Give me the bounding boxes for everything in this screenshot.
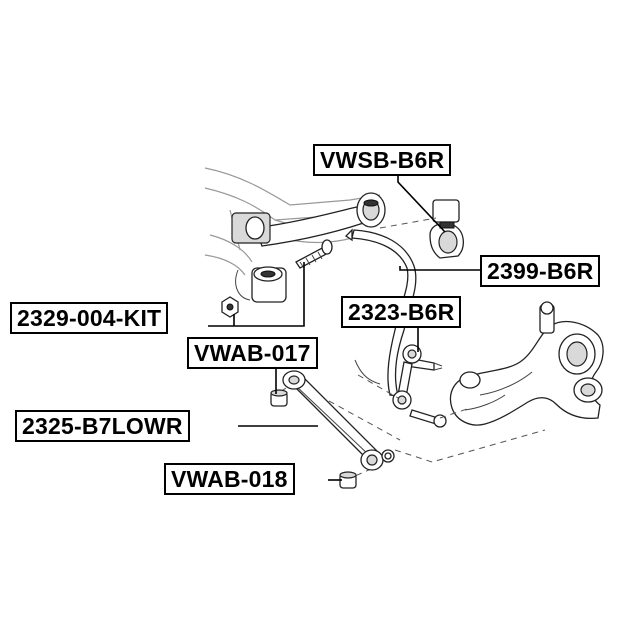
nut [221, 296, 239, 318]
label-2325-b7lowr[interactable]: 2325-B7LOWR [15, 410, 190, 442]
bushing-vwab-017 [270, 389, 288, 407]
camber-bolt [295, 239, 333, 269]
upper-control-arm [231, 192, 386, 247]
lower-control-arm [282, 370, 384, 471]
label-vwsb-b6r[interactable]: VWSB-B6R [313, 144, 452, 176]
label-vwab-018[interactable]: VWAB-018 [164, 463, 295, 495]
subframe-bushing [235, 266, 287, 303]
link-bolt [409, 409, 447, 428]
wheel-carrier [449, 301, 604, 426]
leader-lines [208, 176, 480, 481]
label-2399-b6r[interactable]: 2399-B6R [480, 255, 601, 287]
o-ring [381, 449, 395, 463]
stabilizer-link [392, 344, 443, 410]
stabilizer-bushing [429, 199, 464, 259]
label-2329-004-kit[interactable]: 2329-004-KIT [10, 302, 169, 334]
label-2323-b6r[interactable]: 2323-B6R [341, 296, 462, 328]
bushing-vwab-018 [339, 471, 357, 489]
label-vwab-017[interactable]: VWAB-017 [187, 337, 318, 369]
